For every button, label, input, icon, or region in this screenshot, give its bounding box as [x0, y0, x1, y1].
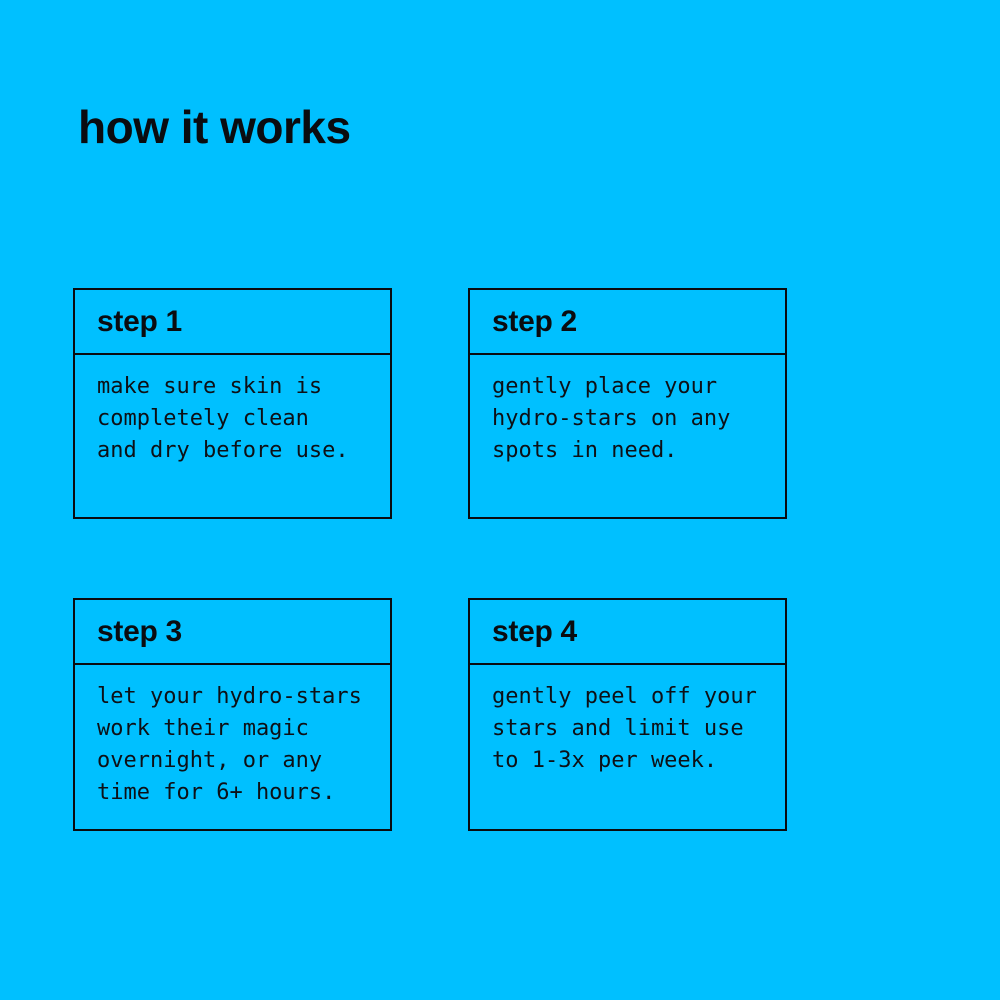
- step-card-3: step 3 let your hydro-stars work their m…: [73, 598, 392, 831]
- step-card-2-body: gently place your hydro-stars on any spo…: [470, 355, 785, 467]
- step-card-1-description: make sure skin is completely clean and d…: [97, 374, 349, 463]
- step-card-1: step 1 make sure skin is completely clea…: [73, 288, 392, 519]
- step-card-4-description: gently peel off your stars and limit use…: [492, 684, 757, 773]
- step-card-1-label: step 1: [97, 304, 182, 338]
- step-card-4-body: gently peel off your stars and limit use…: [470, 665, 785, 777]
- step-card-3-label: step 3: [97, 614, 182, 648]
- page-title: how it works: [78, 101, 351, 153]
- step-card-2-header: step 2: [470, 290, 785, 355]
- step-card-2-description: gently place your hydro-stars on any spo…: [492, 374, 731, 463]
- step-card-2-label: step 2: [492, 304, 577, 338]
- step-card-1-header: step 1: [75, 290, 390, 355]
- step-card-3-header: step 3: [75, 600, 390, 665]
- step-card-1-body: make sure skin is completely clean and d…: [75, 355, 390, 467]
- step-card-4: step 4 gently peel off your stars and li…: [468, 598, 787, 831]
- step-card-3-body: let your hydro-stars work their magic ov…: [75, 665, 390, 809]
- step-card-4-header: step 4: [470, 600, 785, 665]
- step-card-2: step 2 gently place your hydro-stars on …: [468, 288, 787, 519]
- step-card-4-label: step 4: [492, 614, 577, 648]
- steps-grid: step 1 make sure skin is completely clea…: [73, 288, 787, 831]
- step-card-3-description: let your hydro-stars work their magic ov…: [97, 684, 362, 805]
